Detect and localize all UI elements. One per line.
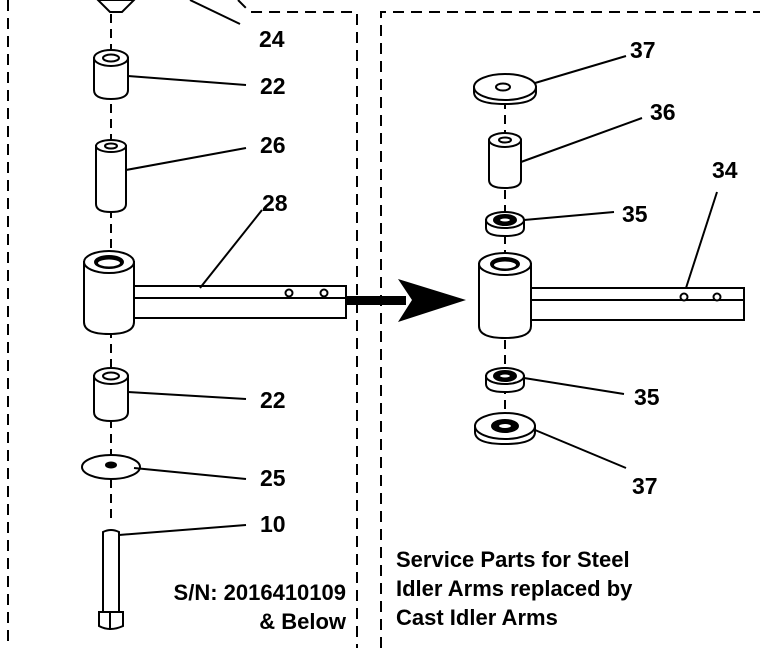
- panel-borders: [7, 0, 760, 648]
- part-22-bushing-top: [93, 49, 129, 101]
- part-26-spacer: [95, 139, 127, 214]
- serial-number-line1: S/N: 2016410109: [173, 580, 346, 605]
- replacement-arrow: [346, 279, 466, 322]
- callout-36: 36: [650, 99, 676, 125]
- part-22-bushing-bottom: [93, 367, 129, 423]
- part-37-washer-bottom: [474, 412, 536, 446]
- part-10-bolt: [98, 529, 124, 630]
- part-35-bearing-top: [485, 211, 525, 238]
- part-36-spacer: [488, 132, 522, 190]
- serial-number-line2: & Below: [259, 609, 346, 634]
- callout-37-bottom: 37: [632, 473, 658, 499]
- callout-34: 34: [712, 157, 738, 183]
- left-assembly: [81, 0, 347, 630]
- left-leader-lines: [118, 0, 263, 536]
- part-25-washer: [81, 454, 141, 480]
- service-note-line2: Idler Arms replaced by: [396, 576, 633, 601]
- callout-35-bottom: 35: [634, 384, 660, 410]
- callout-25: 25: [260, 465, 286, 491]
- part-24-washer: [96, 0, 136, 13]
- part-28-idler-arm: [83, 250, 347, 336]
- callout-22-top: 22: [260, 73, 286, 99]
- service-note-line3: Cast Idler Arms: [396, 605, 558, 630]
- service-parts-note: Service Parts for Steel Idler Arms repla…: [396, 545, 632, 632]
- left-callouts: 24 22 26 28 22 25 10: [259, 26, 288, 537]
- callout-26: 26: [260, 132, 286, 158]
- serial-number-note: S/N: 2016410109 & Below: [174, 578, 346, 636]
- part-37-washer-top: [473, 73, 537, 106]
- part-35-bearing-bottom: [485, 367, 525, 394]
- part-34-cast-idler-arm: [478, 252, 745, 340]
- callout-28: 28: [262, 190, 288, 216]
- callout-24: 24: [259, 26, 285, 52]
- callout-37-top: 37: [630, 37, 656, 63]
- callout-35-top: 35: [622, 201, 648, 227]
- service-note-line1: Service Parts for Steel: [396, 547, 630, 572]
- callout-10: 10: [260, 511, 286, 537]
- callout-22-bottom: 22: [260, 387, 286, 413]
- right-leader-lines: [520, 55, 718, 469]
- right-callouts: 37 36 34 35 35 37: [622, 37, 738, 499]
- right-assembly: [473, 73, 745, 446]
